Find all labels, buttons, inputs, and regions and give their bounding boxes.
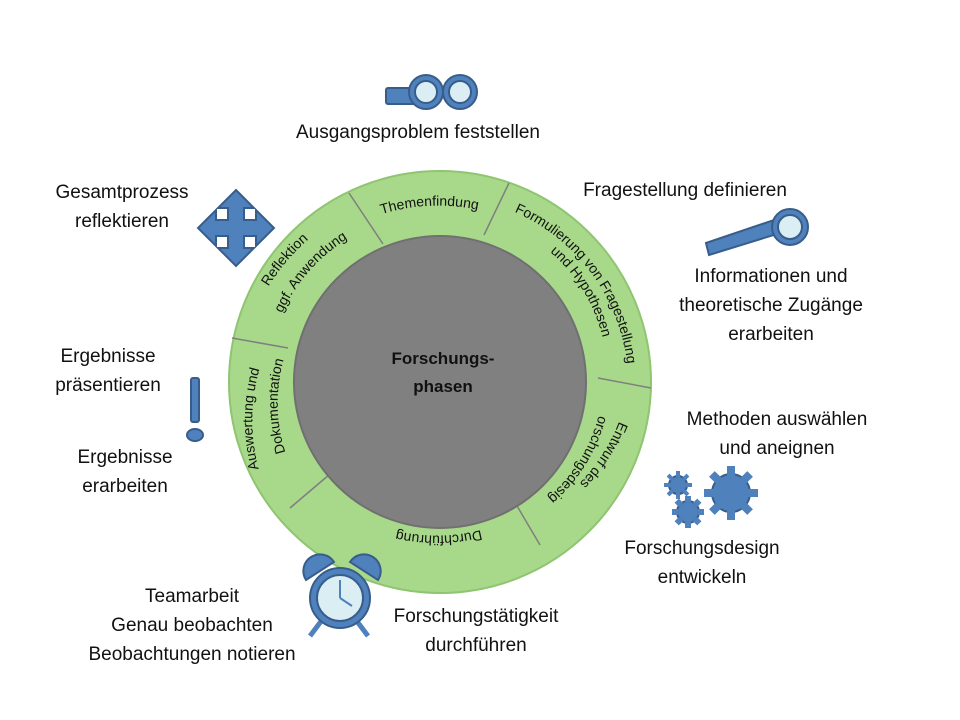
exclamation-icon bbox=[186, 377, 204, 442]
phase-durchfuehrung: Durchführung bbox=[394, 527, 484, 548]
label-ergebnisse-praesentieren: Ergebnisse präsentieren bbox=[55, 346, 161, 396]
magnifier-icon bbox=[704, 208, 809, 257]
four-arrows-icon bbox=[196, 188, 276, 268]
label-ergebnisse-erarbeiten: Ergebnisse erarbeiten bbox=[77, 447, 173, 497]
label-fragestellung: Fragestellung definieren bbox=[583, 180, 787, 201]
phase-auswertung-line1: Auswertung und bbox=[239, 366, 262, 472]
label-ausgangsproblem: Ausgangsproblem feststellen bbox=[296, 122, 540, 143]
center-title-line2: phasen bbox=[413, 377, 473, 396]
label-forschungsdesign: Forschungsdesign entwickeln bbox=[624, 538, 780, 588]
gears-icon bbox=[664, 466, 758, 528]
center-title-line1: Forschungs- bbox=[392, 349, 495, 368]
binoculars-icon bbox=[385, 74, 478, 110]
label-informationen: Informationen und theoretische Zugänge e… bbox=[679, 266, 863, 345]
label-gesamtprozess: Gesamtprozess reflektieren bbox=[55, 182, 189, 232]
alarm-clock-icon bbox=[302, 553, 382, 638]
center-circle bbox=[293, 235, 587, 529]
label-forschungstaetigkeit: Forschungstätigkeit durchführen bbox=[393, 606, 559, 656]
label-teamarbeit: Teamarbeit Genau beobachten Beobachtunge… bbox=[88, 586, 296, 665]
label-methoden: Methoden auswählen und aneignen bbox=[686, 409, 868, 459]
